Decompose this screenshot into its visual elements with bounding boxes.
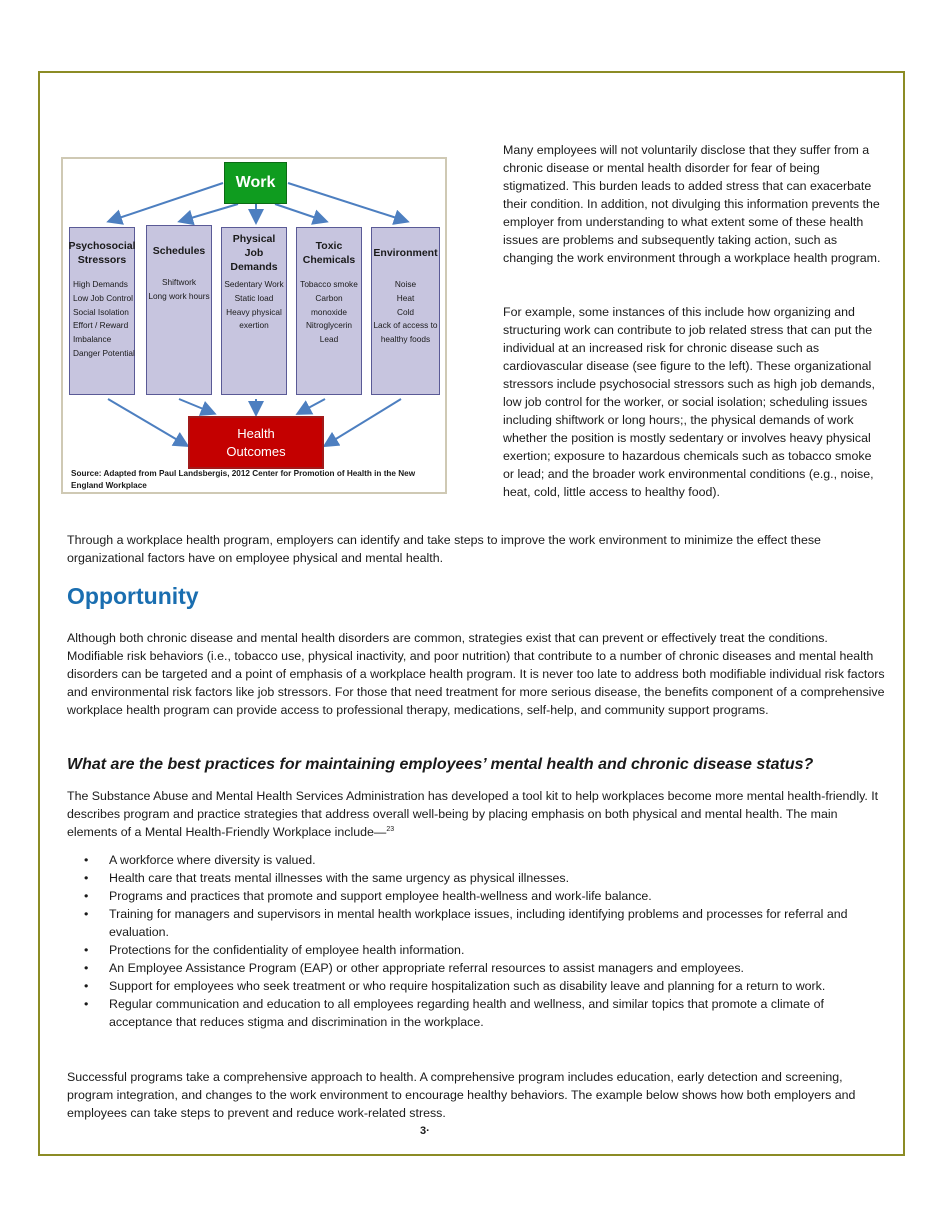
bullet-icon: • <box>84 943 89 957</box>
bullet-icon: • <box>84 889 89 903</box>
column-item: Static load <box>234 292 274 303</box>
list-item: • Protections for the confidentiality of … <box>67 941 887 959</box>
right-paragraph-2: For example, some instances of this incl… <box>503 305 875 499</box>
column-environment: Environment Noise Heat Cold Lack of acce… <box>371 227 440 395</box>
column-item: monoxide <box>311 306 347 317</box>
bullet-icon: • <box>84 907 89 921</box>
list-item: • Regular communication and education to … <box>67 995 887 1031</box>
list-item-text: Support for employees who seek treatment… <box>109 979 826 993</box>
column-item: Tobacco smoke <box>300 279 358 289</box>
samhsa-paragraph: The Substance Abuse and Mental Health Se… <box>67 787 887 841</box>
list-item: • Training for managers and supervisors i… <box>67 905 887 941</box>
column-item: Long work hours <box>148 290 210 301</box>
column-item: Effort / Reward <box>73 320 129 331</box>
health-outcomes-box: Health Outcomes <box>188 416 324 469</box>
reference-superscript: 23 <box>386 825 395 833</box>
column-item: Shiftwork <box>161 277 197 287</box>
bullet-icon: • <box>84 853 89 867</box>
column-item: Heavy physical <box>226 306 282 317</box>
right-paragraph-1: Many employees will not voluntarily disc… <box>503 143 881 265</box>
bullet-icon: • <box>84 871 89 885</box>
column-item: Sedentary Work <box>224 279 284 289</box>
list-item: • An Employee Assistance Program (EAP) or… <box>67 959 887 977</box>
column-schedules: Schedules Shiftwork Long work hours <box>146 225 212 395</box>
page-number: 3· <box>420 1125 430 1137</box>
best-practices-subheading: What are the best practices for maintain… <box>67 756 814 773</box>
work-stress-diagram: Work Psychosocial Stressors High Demands… <box>61 157 447 494</box>
column-item: High Demands <box>73 279 128 289</box>
column-header: Toxic Chemicals <box>302 240 356 266</box>
column-item: Imbalance <box>73 334 112 345</box>
column-psychosocial-stressors: Psychosocial Stressors High Demands Low … <box>68 227 136 395</box>
list-item: • Support for employees who seek treatmen… <box>67 977 887 995</box>
list-item-text: Protections for the confidentiality of e… <box>109 943 465 957</box>
column-item: Carbon <box>315 292 343 303</box>
closing-paragraph: Successful programs take a comprehensive… <box>67 1070 856 1120</box>
bullet-icon: • <box>84 979 89 993</box>
diagram-source: Source: Adapted from Paul Landsbergis, 2… <box>71 469 416 490</box>
outcome-line-2: Outcomes <box>226 443 286 459</box>
list-item-text: Programs and practices that promote and … <box>109 889 652 903</box>
column-header: Psychosocial Stressors <box>68 240 136 266</box>
bullet-icon: • <box>84 961 89 975</box>
bullet-icon: • <box>84 997 89 1011</box>
column-item: Danger Potential <box>73 347 135 358</box>
opportunity-paragraph: Although both chronic disease and mental… <box>67 631 885 717</box>
list-item: • Health care that treats mental illnesse… <box>67 869 887 887</box>
column-header: Schedules <box>152 245 206 257</box>
diagram-arrows <box>106 182 410 448</box>
column-toxic-chemicals: Toxic Chemicals Tobacco smoke Carbon mon… <box>296 227 362 395</box>
column-item: Noise <box>394 279 417 289</box>
column-item: Heat <box>396 292 415 303</box>
column-item: Low Job Control <box>73 292 133 303</box>
list-item-text: Health care that treats mental illnesses… <box>109 871 570 885</box>
work-box: Work <box>224 162 287 204</box>
column-header: Physical Job Demands <box>230 233 278 273</box>
heading-opportunity: Opportunity <box>67 583 199 609</box>
column-physical-job-demands: Physical Job Demands Sedentary Work Stat… <box>221 227 287 395</box>
list-item: • A workforce where diversity is valued. <box>67 851 887 869</box>
samhsa-text: The Substance Abuse and Mental Health Se… <box>67 789 879 839</box>
list-item-text: An Employee Assistance Program (EAP) or … <box>109 961 744 975</box>
outcome-line-1: Health <box>237 425 275 441</box>
column-item: Nitroglycerin <box>305 320 353 331</box>
column-header: Environment <box>373 247 438 259</box>
intro-paragraph: Through a workplace health program, empl… <box>67 533 821 565</box>
column-item: Cold <box>396 306 415 317</box>
column-item: Social Isolation <box>73 306 129 317</box>
column-item: exertion <box>239 320 269 331</box>
list-item-text: Regular communication and education to a… <box>109 997 824 1029</box>
page-border <box>38 71 905 1156</box>
column-item: Lead <box>319 334 339 345</box>
list-item: • Programs and practices that promote and… <box>67 887 887 905</box>
column-item: Lack of access to <box>373 320 438 331</box>
list-item-text: Training for managers and supervisors in… <box>109 907 848 939</box>
workplace-elements-list: •A workforce where diversity is valued. … <box>67 851 887 1031</box>
list-item-text: A workforce where diversity is valued. <box>109 853 316 867</box>
column-item: healthy foods <box>380 334 431 345</box>
